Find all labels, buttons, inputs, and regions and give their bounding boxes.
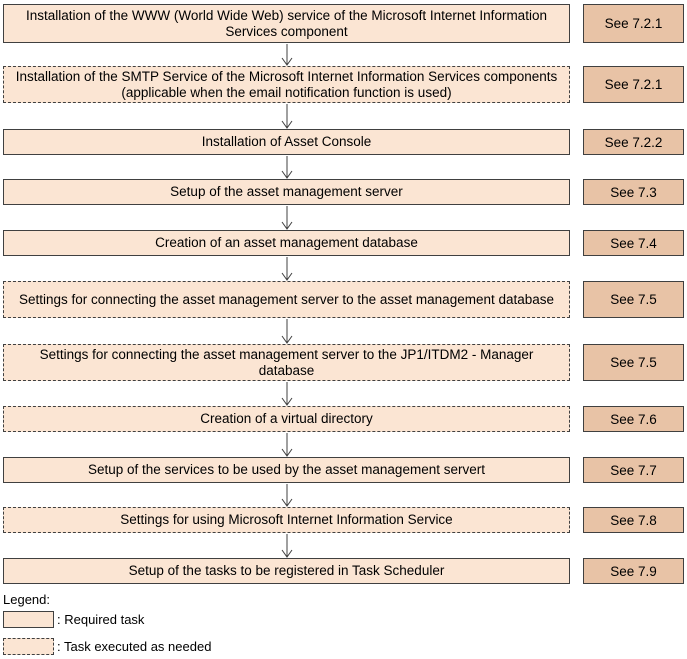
flow-arrow-head <box>281 57 293 66</box>
step-label: Creation of a virtual directory <box>200 411 373 426</box>
step-label: Settings for connecting the asset manage… <box>39 346 534 378</box>
legend-required-swatch <box>3 611 54 628</box>
legend-optional-swatch <box>3 638 54 655</box>
step-label: Settings for connecting the asset manage… <box>18 291 555 307</box>
step-box: Installation of Asset Console <box>3 129 570 155</box>
legend-title: Legend: <box>3 592 50 607</box>
section-ref-label: See 7.5 <box>610 292 657 307</box>
section-ref: See 7.9 <box>583 558 684 584</box>
step-box: Installation of the WWW (World Wide Web)… <box>3 4 570 43</box>
section-ref-label: See 7.2.1 <box>604 16 663 31</box>
section-ref: See 7.5 <box>583 281 684 318</box>
section-ref-label: See 7.4 <box>610 235 657 251</box>
flow-arrow-head <box>281 448 293 457</box>
flow-arrow-head <box>281 170 293 179</box>
legend-optional-label: : Task executed as needed <box>57 639 212 654</box>
section-ref-label: See 7.3 <box>610 184 657 200</box>
section-ref-label: See 7.2.2 <box>604 134 663 150</box>
legend-optional: : Task executed as needed <box>3 638 211 655</box>
step-box: Installation of the SMTP Service of the … <box>3 66 570 103</box>
section-ref-label: See 7.6 <box>610 411 657 427</box>
section-ref: See 7.3 <box>583 179 684 205</box>
step-box: Setup of the asset management server <box>3 179 570 205</box>
section-ref-label: See 7.8 <box>610 512 657 528</box>
section-ref-label: See 7.5 <box>610 355 657 370</box>
step-label: Creation of an asset management database <box>155 235 418 250</box>
step-box: Setup of the tasks to be registered in T… <box>3 558 570 584</box>
step-box: Settings for connecting the asset manage… <box>3 281 570 318</box>
step-box: Settings for connecting the asset manage… <box>3 344 570 381</box>
step-label: Settings for using Microsoft Internet In… <box>120 512 453 527</box>
flow-arrow-head <box>281 397 293 406</box>
section-ref: See 7.2.1 <box>583 4 684 43</box>
step-label: Installation of the WWW (World Wide Web)… <box>26 7 547 39</box>
step-box: Setup of the services to be used by the … <box>3 457 570 483</box>
step-box: Creation of an asset management database <box>3 230 570 256</box>
legend-required-label: : Required task <box>57 612 145 627</box>
flow-arrow-head <box>281 272 293 281</box>
section-ref: See 7.8 <box>583 507 684 533</box>
flow-arrow-head <box>281 335 293 344</box>
section-ref: See 7.7 <box>583 457 684 483</box>
section-ref: See 7.2.2 <box>583 129 684 155</box>
section-ref-label: See 7.7 <box>610 462 657 478</box>
section-ref: See 7.4 <box>583 230 684 256</box>
step-label: Setup of the asset management server <box>170 184 403 199</box>
step-box: Creation of a virtual directory <box>3 406 570 432</box>
flow-arrow-head <box>281 120 293 129</box>
section-ref: See 7.6 <box>583 406 684 432</box>
section-ref: See 7.2.1 <box>583 66 684 103</box>
flow-arrow-head <box>281 549 293 558</box>
section-ref: See 7.5 <box>583 344 684 381</box>
step-label: Setup of the services to be used by the … <box>88 462 485 477</box>
legend-required: : Required task <box>3 611 144 628</box>
step-label: Installation of Asset Console <box>201 134 372 149</box>
section-ref-label: See 7.2.1 <box>604 77 663 92</box>
step-label: Installation of the SMTP Service of the … <box>15 68 558 100</box>
step-box: Settings for using Microsoft Internet In… <box>3 507 570 533</box>
section-ref-label: See 7.9 <box>610 563 657 579</box>
flow-arrow-head <box>281 498 293 507</box>
step-label: Setup of the tasks to be registered in T… <box>128 563 445 578</box>
flow-arrow-head <box>281 221 293 230</box>
